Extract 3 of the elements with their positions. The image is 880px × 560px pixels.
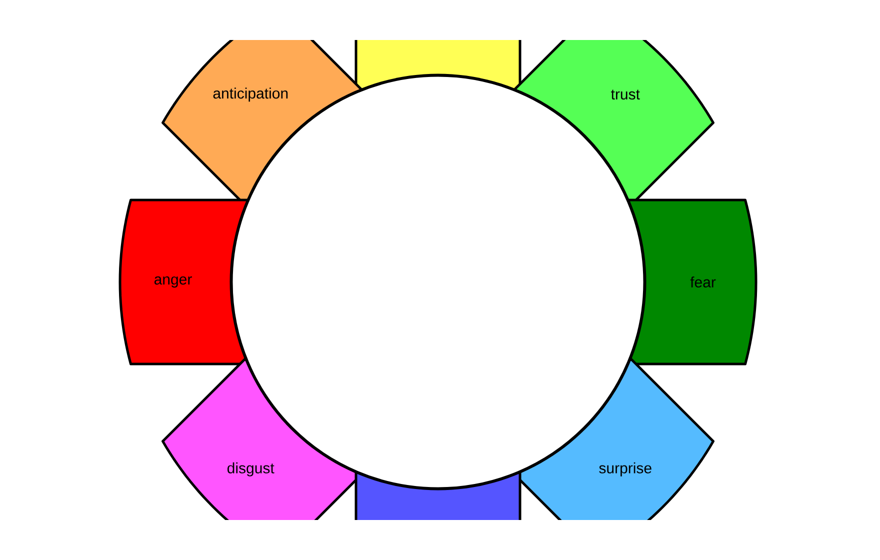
segment: fear	[626, 198, 758, 366]
segment: anger	[118, 198, 250, 366]
segment	[354, 470, 522, 520]
